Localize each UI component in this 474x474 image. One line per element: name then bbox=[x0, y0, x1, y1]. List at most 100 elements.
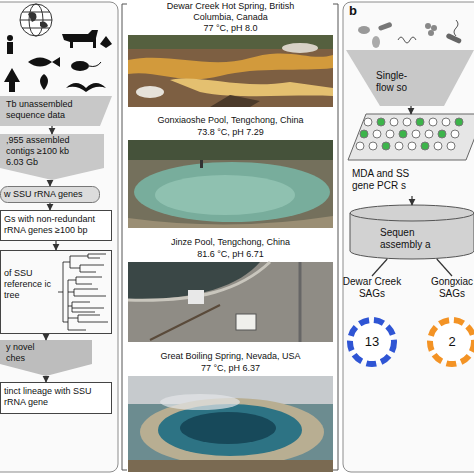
photo-rim bbox=[128, 216, 333, 228]
arrow-shape bbox=[0, 340, 92, 376]
database-cylinder: Sequen assembly a bbox=[350, 205, 474, 259]
photo-ground bbox=[128, 262, 333, 342]
box-outline bbox=[1, 211, 112, 241]
plate-well bbox=[455, 118, 463, 126]
phylogenetic-tree bbox=[58, 254, 108, 330]
flow-connector bbox=[411, 196, 412, 205]
site-conditions: 73.8 °C, pH 7.29 bbox=[133, 127, 328, 138]
step-text: Sequen assembly a bbox=[380, 227, 438, 251]
site-name: Jinze Pool, Tengchong, China bbox=[133, 237, 328, 248]
site-name: Gonxiaoshe Pool, Tengchong, China bbox=[133, 115, 328, 126]
arrow-shape bbox=[0, 134, 104, 180]
box-outline bbox=[1, 187, 100, 203]
photo-pool bbox=[180, 412, 276, 444]
box-outline bbox=[1, 251, 112, 334]
insect-silhouette bbox=[100, 36, 112, 48]
photo-rock bbox=[136, 86, 164, 98]
step-text: ,955 assembled contigs ≥100 kb 6.03 Gb bbox=[6, 135, 82, 167]
step-text: tinct lineage with SSU rRNA gene bbox=[4, 386, 100, 408]
plate-well bbox=[434, 142, 442, 150]
process-box: Gs with non-redundant rRNA genes ≥100 bp bbox=[0, 210, 112, 241]
site-name: Great Boiling Spring, Nevada, USA bbox=[133, 351, 328, 362]
plate-well bbox=[403, 118, 411, 126]
flow-connector bbox=[49, 203, 50, 210]
panel-frame bbox=[343, 2, 474, 472]
funnel-box: Tb unassembled sequence data bbox=[0, 96, 112, 126]
plate-well bbox=[373, 130, 381, 138]
site-name: Dewar Creek Hot Spring, British Columbia… bbox=[163, 1, 298, 23]
human-silhouette bbox=[7, 35, 13, 41]
step-text: w SSU rRNA genes bbox=[4, 189, 96, 200]
site-conditions: 77 °C, pH 8.0 bbox=[163, 23, 298, 34]
microbe bbox=[398, 37, 416, 43]
photo-pool bbox=[134, 162, 330, 222]
arrow-box: ,955 assembled contigs ≥100 kb 6.03 Gb bbox=[0, 134, 104, 180]
bird-silhouette bbox=[66, 83, 106, 92]
photo-vegetation bbox=[128, 140, 333, 160]
microbe bbox=[454, 20, 458, 36]
funnel-shape bbox=[0, 96, 112, 126]
bracket bbox=[122, 4, 127, 470]
panel-letter: b bbox=[349, 3, 357, 18]
photo-steam bbox=[160, 394, 240, 410]
rounded-box: w SSU rRNA genes bbox=[0, 186, 100, 203]
microbe bbox=[378, 22, 393, 31]
step-text: MDA and SS gene PCR s bbox=[352, 168, 418, 192]
photo-sign bbox=[236, 314, 256, 330]
photo-ground bbox=[128, 460, 333, 472]
step-text: of SSU reference ic tree bbox=[4, 268, 52, 300]
microbe bbox=[358, 26, 370, 34]
sorting-funnel: Single- flow so bbox=[346, 50, 474, 106]
node-shape bbox=[128, 140, 333, 228]
plate-well bbox=[451, 130, 459, 138]
site-conditions: 81.6 °C, pH 6.71 bbox=[133, 249, 328, 260]
plate-well bbox=[408, 142, 416, 150]
funnel-shape bbox=[346, 50, 474, 106]
step-text: Single- flow so bbox=[376, 70, 420, 94]
microbe bbox=[428, 30, 434, 36]
sag-ring: Dewar Creek SAGs13 bbox=[342, 276, 402, 368]
photo-mineral-flow bbox=[128, 53, 333, 79]
bracket bbox=[333, 4, 338, 470]
photo-rock bbox=[210, 95, 260, 107]
sag-ring: Gongxiac SAGs 2 bbox=[422, 276, 474, 368]
plate-well bbox=[421, 142, 429, 150]
cylinder-body bbox=[350, 205, 474, 259]
plate-shape bbox=[348, 114, 474, 160]
site-photo: Dewar Creek Hot Spring, British Columbia… bbox=[128, 35, 333, 107]
plate-well bbox=[438, 130, 446, 138]
flow-connector bbox=[372, 259, 387, 276]
site-conditions: 77 °C, pH 6.37 bbox=[133, 363, 328, 374]
flow-connector bbox=[45, 334, 46, 340]
arrow-box: y novel ches bbox=[0, 340, 92, 376]
sag-group: Gongxiac SAGs bbox=[427, 276, 474, 300]
cow-silhouette bbox=[62, 30, 98, 48]
microbe bbox=[431, 25, 437, 31]
microbe bbox=[372, 36, 380, 48]
flow-connector bbox=[51, 126, 52, 134]
globe bbox=[20, 4, 52, 36]
plate-well bbox=[442, 118, 450, 126]
flow-connector bbox=[45, 376, 46, 382]
site-photo: Great Boiling Spring, Nevada, USA77 °C, … bbox=[128, 376, 333, 472]
node-shape bbox=[128, 262, 333, 342]
photo-ground bbox=[128, 35, 333, 107]
photo-pool bbox=[155, 175, 295, 215]
result-box: tinct lineage with SSU rRNA gene bbox=[0, 382, 112, 414]
photo-rim bbox=[140, 398, 324, 466]
flow-connector bbox=[410, 106, 411, 114]
plate-well bbox=[369, 142, 377, 150]
microbe bbox=[425, 23, 431, 29]
node-shape bbox=[128, 376, 333, 472]
box-outline bbox=[1, 383, 112, 414]
photo-pipe bbox=[299, 262, 302, 342]
well-plate: MDA and SS gene PCR s bbox=[348, 114, 474, 196]
site-photo: Gonxiaoshe Pool, Tengchong, China73.8 °C… bbox=[128, 140, 333, 228]
plate-well bbox=[416, 118, 424, 126]
tree-silhouette bbox=[4, 68, 20, 92]
sag-count: 2 bbox=[422, 334, 474, 350]
photo-stick bbox=[150, 305, 220, 340]
plate-well bbox=[386, 130, 394, 138]
leaf-silhouette bbox=[40, 74, 48, 90]
